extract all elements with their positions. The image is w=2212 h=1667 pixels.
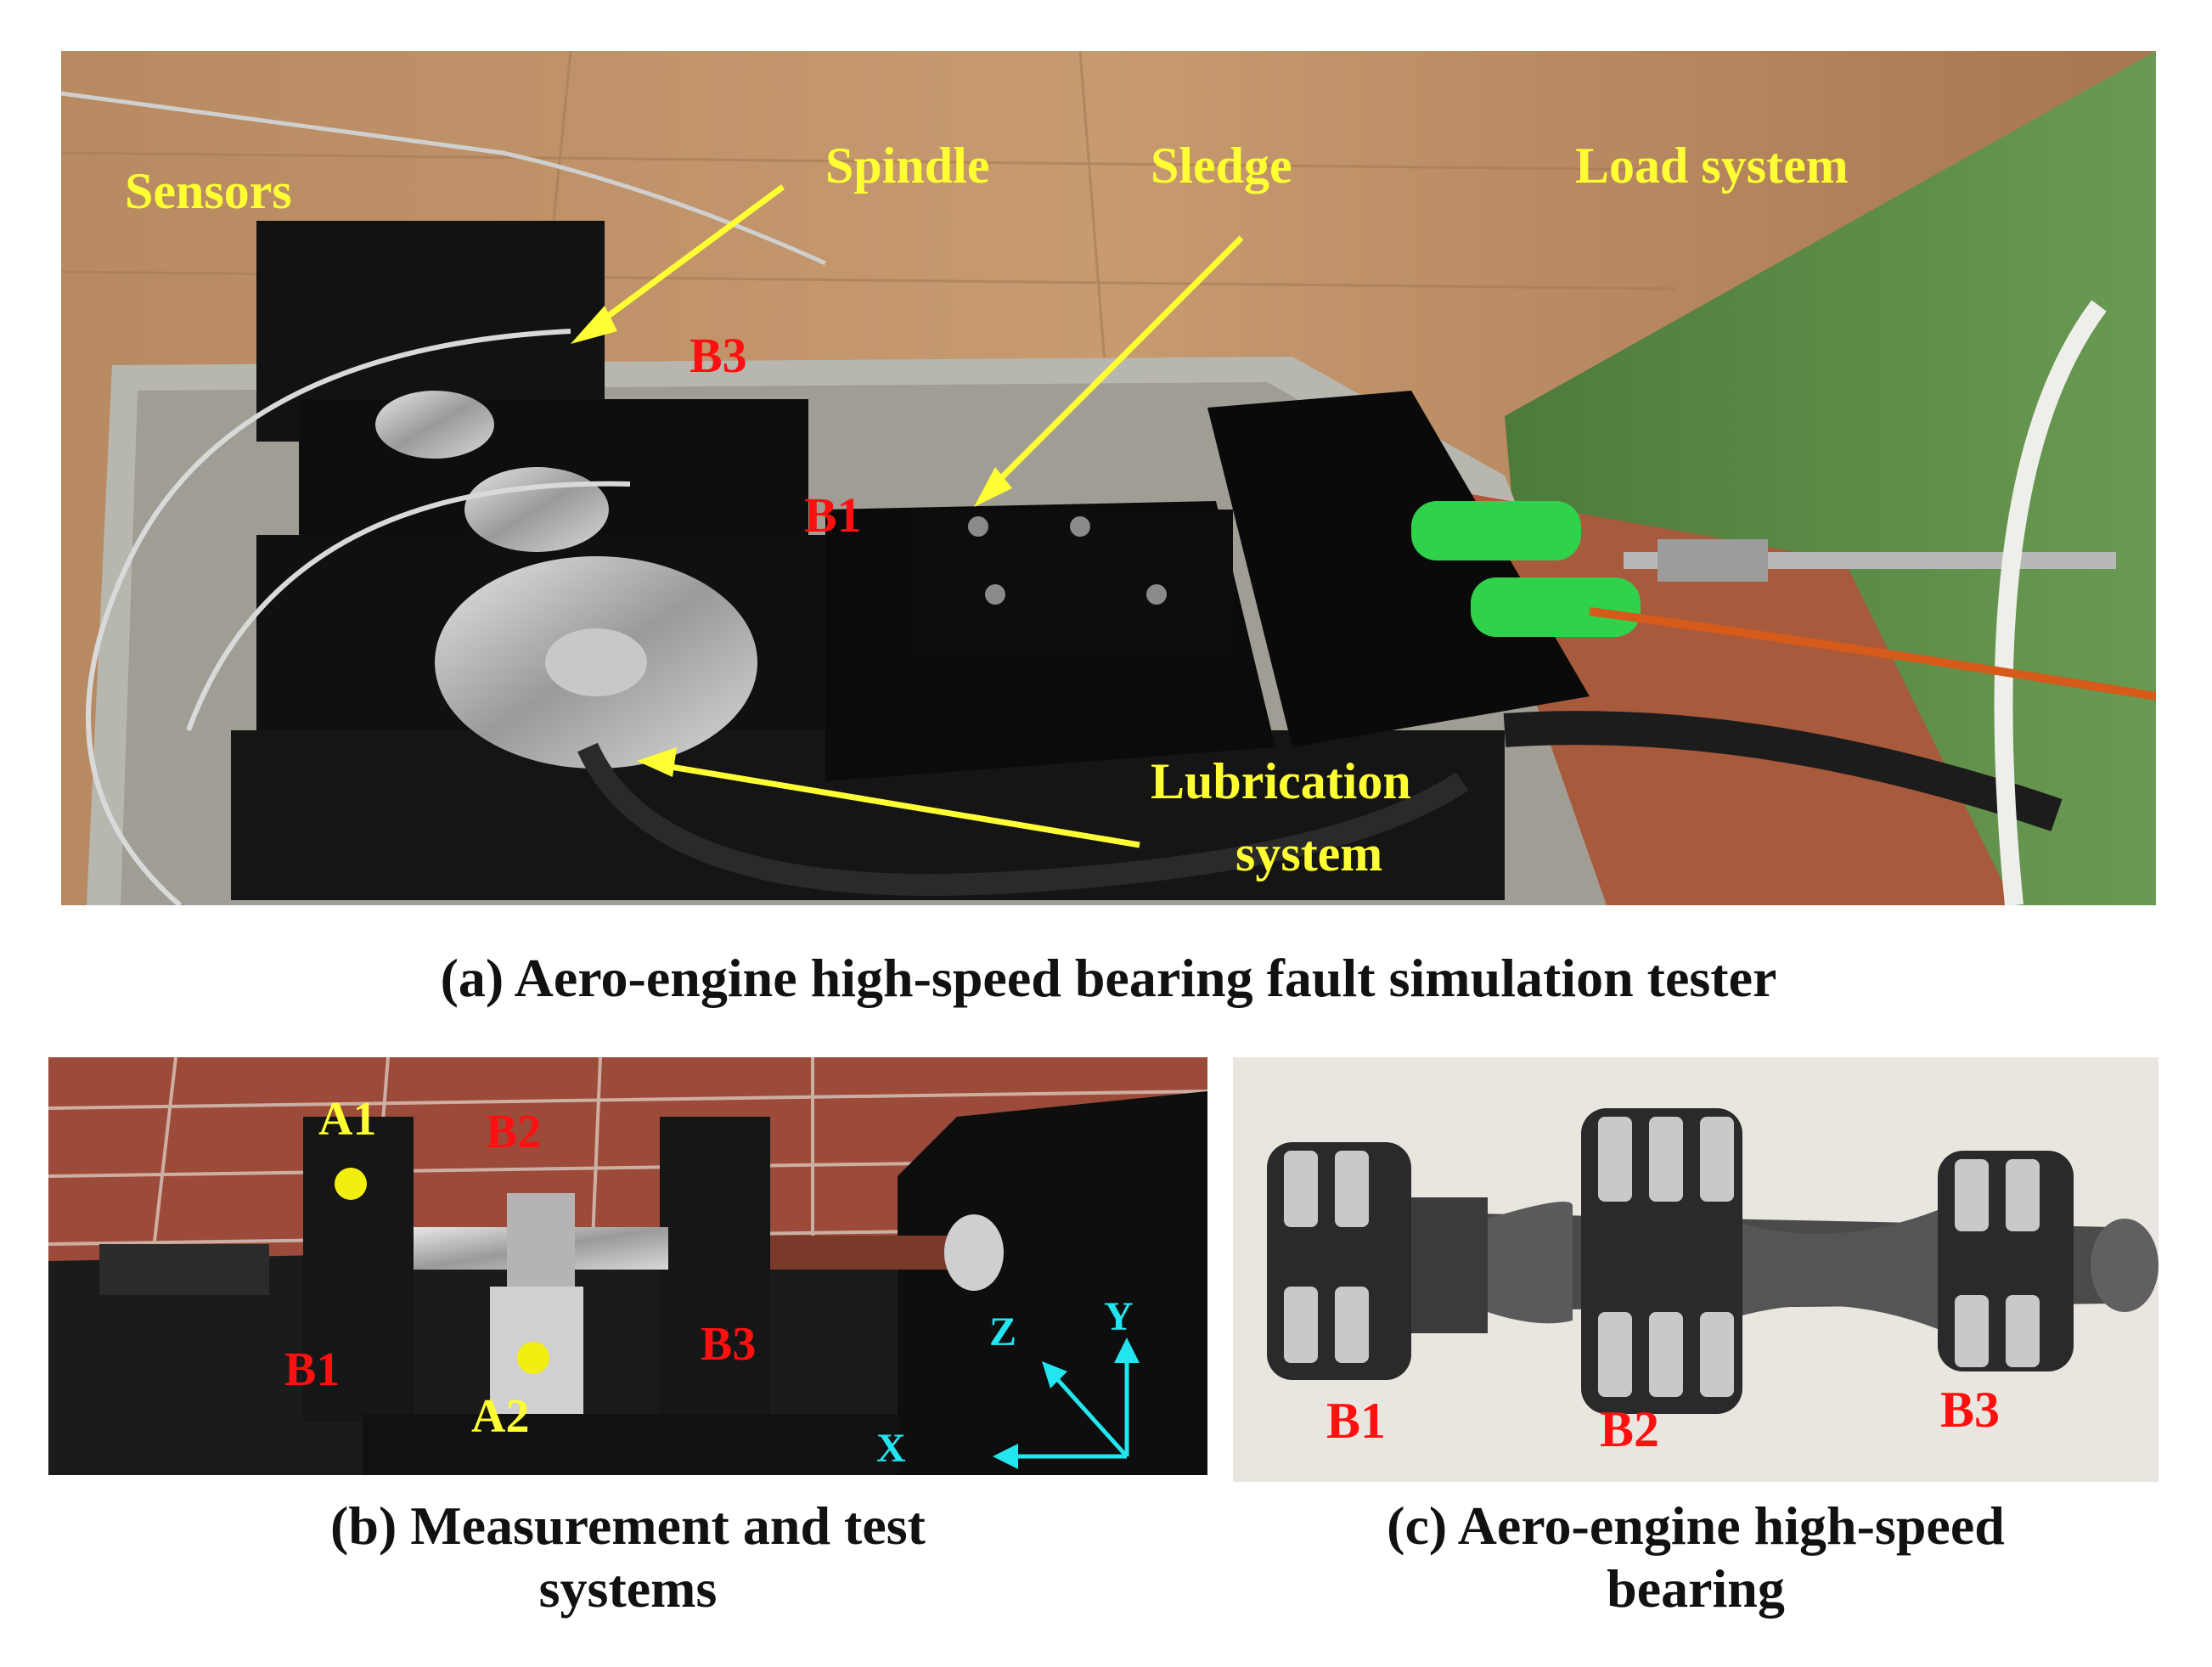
axis-y-label: Y: [1104, 1294, 1134, 1339]
tester-photo-illustration: [61, 51, 2156, 905]
panel-b-photo: A1 A2 B1 B2 B3 X Y Z: [48, 1057, 1207, 1475]
accelerometer-a2-marker: [517, 1342, 549, 1374]
bearing-b1-label: B1: [284, 1343, 341, 1396]
bearing-b2-label: B2: [1600, 1401, 1660, 1457]
accelerometer-a1-marker: [335, 1168, 367, 1200]
axis-z-label: Z: [989, 1309, 1017, 1354]
bearing-b3-label: B3: [689, 328, 747, 383]
sensors-label: Sensors: [125, 163, 292, 219]
axis-x-label: X: [876, 1426, 906, 1471]
test-system-illustration: [48, 1057, 1207, 1475]
lubrication-label-line1: Lubrication: [1151, 753, 1411, 809]
bearing-shaft-illustration: [1233, 1057, 2159, 1482]
bearing-b3-label: B3: [1940, 1382, 2001, 1438]
panel-b-caption-line2: systems: [538, 1557, 718, 1619]
panel-c-caption-line1: (c) Aero-engine high-speed: [1387, 1495, 2005, 1556]
panel-a-caption: (a) Aero-engine high-speed bearing fault…: [440, 948, 1777, 1008]
spindle-label: Spindle: [825, 138, 990, 194]
load-system-label: Load system: [1575, 138, 1849, 194]
panel-b-caption-line1: (b) Measurement and test: [330, 1495, 926, 1556]
sensor-a2-label: A2: [471, 1390, 530, 1443]
panel-c-caption-line2: bearing: [1607, 1557, 1785, 1619]
panel-b-caption: (b) Measurement and test systems: [48, 1495, 1207, 1619]
bearing-b2-label: B2: [486, 1106, 542, 1158]
bearing-b3-label: B3: [701, 1318, 757, 1371]
sensor-a1-label: A1: [318, 1093, 377, 1146]
panel-c-caption: (c) Aero-engine high-speed bearing: [1233, 1495, 2159, 1619]
panel-a-photo: Sensors Spindle Sledge Load system Lubri…: [61, 51, 2156, 905]
lubrication-label-line2: system: [1235, 825, 1383, 881]
bearing-b1-label: B1: [804, 487, 862, 543]
bearing-b1-label: B1: [1326, 1393, 1387, 1449]
panel-c-photo: B1 B2 B3: [1233, 1057, 2159, 1482]
sledge-label: Sledge: [1151, 138, 1292, 194]
